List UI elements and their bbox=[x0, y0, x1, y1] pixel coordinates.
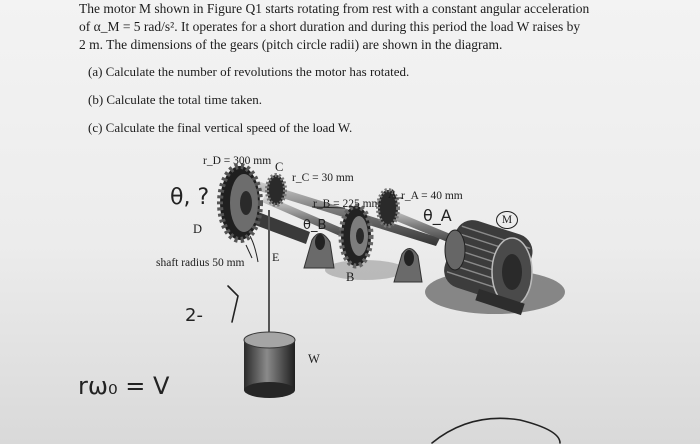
part-c: (c) Calculate the final vertical speed o… bbox=[88, 120, 353, 135]
label-a: A bbox=[388, 187, 398, 201]
gear-a bbox=[376, 188, 400, 228]
handwriting-theta-b: θ_B bbox=[303, 218, 327, 233]
handwritten-marks bbox=[227, 285, 561, 444]
label-b: B bbox=[346, 270, 355, 284]
label-shaft-radius: shaft radius 50 mm bbox=[156, 257, 245, 269]
label-w: W bbox=[308, 352, 320, 366]
bearing-support-b bbox=[393, 248, 423, 283]
part-b: (b) Calculate the total time taken. bbox=[88, 92, 262, 107]
leader-lines bbox=[245, 197, 403, 263]
bearing-support-e bbox=[303, 233, 335, 269]
label-e: E bbox=[272, 250, 280, 264]
gear-b bbox=[338, 203, 374, 269]
handwriting-two: 2- bbox=[185, 305, 203, 326]
load-weight bbox=[243, 331, 296, 398]
label-rc: r_C = 30 mm bbox=[292, 172, 354, 184]
motor bbox=[444, 220, 533, 316]
label-m: M bbox=[496, 211, 518, 229]
handwriting-rw-v: rω₀ = V bbox=[78, 372, 170, 400]
label-d: D bbox=[193, 222, 203, 236]
problem-line-3: 2 m. The dimensions of the gears (pitch … bbox=[79, 37, 503, 52]
label-ra: r_A = 40 mm bbox=[401, 190, 463, 202]
handwriting-theta-a: θ_A bbox=[423, 206, 452, 225]
label-rd: r_D = 300 mm bbox=[203, 155, 272, 167]
problem-line-1: The motor M shown in Figure Q1 starts ro… bbox=[79, 1, 590, 16]
problem-line-2: of α_M = 5 rad/s². It operates for a sho… bbox=[79, 19, 581, 34]
label-rb: r_B = 225 mm bbox=[313, 198, 381, 210]
problem-statement: The motor M shown in Figure Q1 starts ro… bbox=[79, 0, 679, 54]
handwriting-theta-question: θ, ? bbox=[170, 185, 210, 210]
gear-c bbox=[265, 173, 287, 207]
gear-d bbox=[217, 163, 263, 243]
part-a: (a) Calculate the number of revolutions … bbox=[88, 64, 410, 79]
label-c: C bbox=[275, 160, 284, 174]
